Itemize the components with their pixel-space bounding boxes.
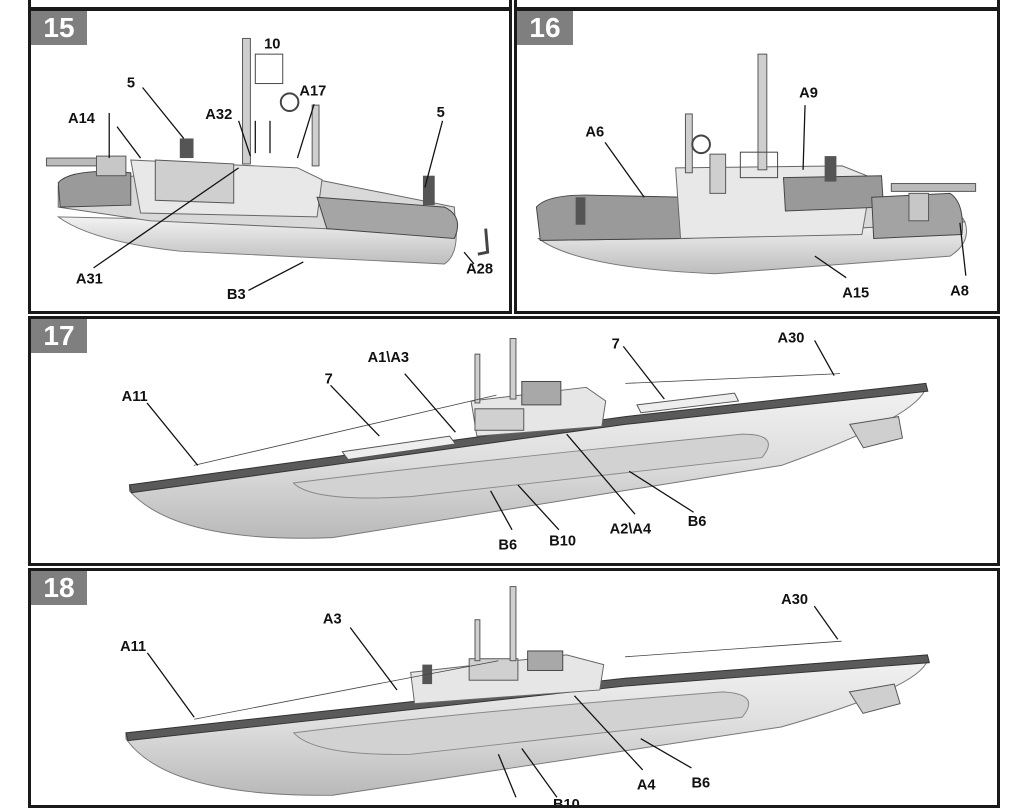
callout-label: A31	[76, 272, 103, 288]
submarine-completed-illustration: A3 A30 A11 A4 B6 B10	[120, 586, 930, 805]
callout-label: A17	[299, 83, 326, 99]
step-number-badge: 16	[517, 11, 573, 45]
step-18-panel: 18 A3 A30 A11 A4 B6 B10	[28, 568, 1000, 808]
callout-arrow	[640, 738, 692, 769]
callout-arrow	[573, 695, 644, 771]
callout-arrow	[463, 251, 475, 265]
callout-label: B6	[688, 514, 707, 530]
callout-arrow	[814, 340, 835, 376]
callout-arrow	[813, 605, 839, 640]
callout-label: 7	[325, 371, 333, 387]
callout-arrow	[959, 222, 967, 276]
callout-label: A15	[842, 285, 869, 301]
callout-arrow	[497, 754, 517, 798]
callout-label: A9	[799, 85, 818, 101]
callout-label: A14	[68, 111, 96, 127]
callout-label: A8	[950, 283, 969, 299]
conning-tower-assembly-illustration: 10 5 A14 A32 A17 5 A31 B3 A28	[45, 36, 493, 303]
callout-arrow	[142, 87, 185, 139]
callout-arrow	[628, 470, 694, 513]
callout-label: 5	[127, 75, 135, 91]
callout-label: 7	[612, 336, 620, 352]
step-number-badge: 18	[31, 571, 87, 605]
callout-arrow	[116, 126, 142, 159]
callout-arrow	[349, 627, 398, 691]
callout-arrow	[490, 490, 513, 531]
callout-label: A6	[585, 124, 604, 140]
callout-label: B10	[553, 797, 580, 805]
callout-arrow	[146, 402, 199, 466]
callout-arrow	[296, 103, 315, 159]
callout-arrow	[238, 120, 251, 157]
callout-label: A3	[323, 612, 342, 628]
callout-arrow	[404, 373, 456, 433]
callout-arrow	[93, 167, 239, 269]
callout-arrow	[517, 484, 560, 531]
callout-label: A32	[205, 107, 232, 123]
step-15-panel: 15	[28, 8, 512, 314]
callout-arrow	[146, 652, 195, 718]
callout-arrow	[604, 142, 645, 198]
callout-arrow	[622, 345, 665, 400]
callout-label: 5	[437, 105, 445, 121]
callout-label: A2\A4	[610, 522, 652, 538]
callout-label: A30	[778, 330, 805, 346]
step-number-badge: 17	[31, 319, 87, 353]
callout-arrow	[566, 433, 636, 515]
callout-arrow	[424, 120, 444, 188]
callout-label: B3	[227, 287, 246, 303]
callout-label: B6	[691, 775, 710, 791]
callout-label: A28	[466, 262, 493, 278]
callout-label: A30	[781, 592, 808, 608]
callout-arrow	[802, 105, 806, 170]
submarine-port-side-illustration: A1\A3 7 7 A30 A11 B6 B10 A2\A4 B6	[122, 330, 929, 553]
callout-arrow	[521, 748, 558, 798]
conning-tower-rear-view-illustration: A9 A6 A8 A15	[535, 53, 977, 301]
step-number-badge: 15	[31, 11, 87, 45]
callout-label: A1\A3	[368, 350, 409, 366]
callout-label: A4	[637, 777, 657, 793]
callout-label: 10	[264, 36, 280, 52]
step-16-panel: 16 A9 A6 A8 A15	[514, 8, 1000, 314]
callout-label: A11	[122, 389, 148, 405]
callout-arrow	[330, 384, 380, 437]
step-17-panel: 17 A1\A3	[28, 316, 1000, 566]
callout-label: B6	[498, 537, 517, 553]
callout-arrow	[814, 255, 847, 279]
callout-label: B10	[549, 533, 576, 549]
callout-arrow	[248, 261, 304, 291]
callout-label: A11	[120, 639, 146, 655]
